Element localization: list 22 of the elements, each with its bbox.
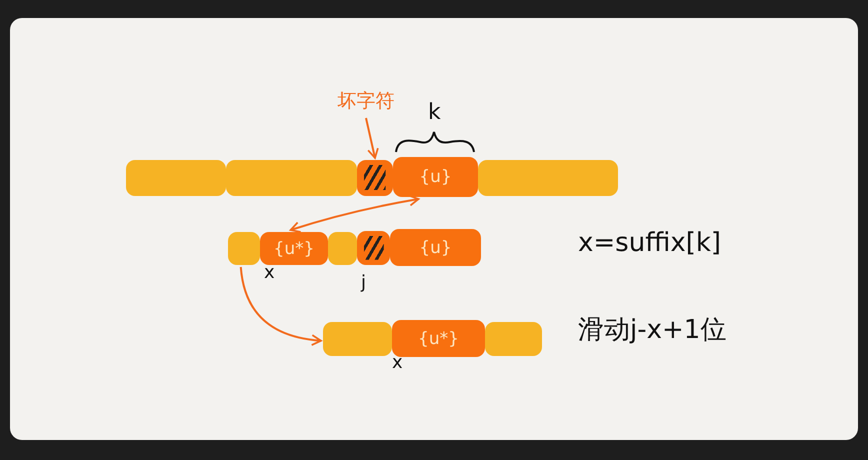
formula-text: x=suffix[k]	[578, 228, 722, 258]
annotation-text: 坏字符	[326, 86, 406, 116]
highlighted-segment: {u*}	[260, 232, 328, 265]
string-segment	[485, 322, 542, 356]
arrow	[290, 194, 420, 233]
string-segment	[328, 232, 357, 265]
hatched-segment	[357, 160, 393, 196]
formula-text: 滑动j-x+1位	[578, 314, 726, 347]
string-segment	[478, 160, 618, 196]
highlighted-segment: {u}	[390, 229, 481, 266]
arrow	[240, 266, 322, 346]
variable-label: x	[264, 262, 275, 283]
string-segment	[228, 232, 260, 265]
string-segment	[323, 322, 392, 356]
highlighted-segment: {u}	[393, 157, 478, 197]
length-label: k	[428, 100, 441, 125]
string-segment	[226, 160, 357, 196]
hatched-segment	[357, 231, 390, 265]
string-segment	[126, 160, 226, 196]
highlighted-segment: {u*}	[392, 320, 485, 357]
variable-label: j	[361, 272, 366, 293]
arrow	[365, 118, 379, 159]
